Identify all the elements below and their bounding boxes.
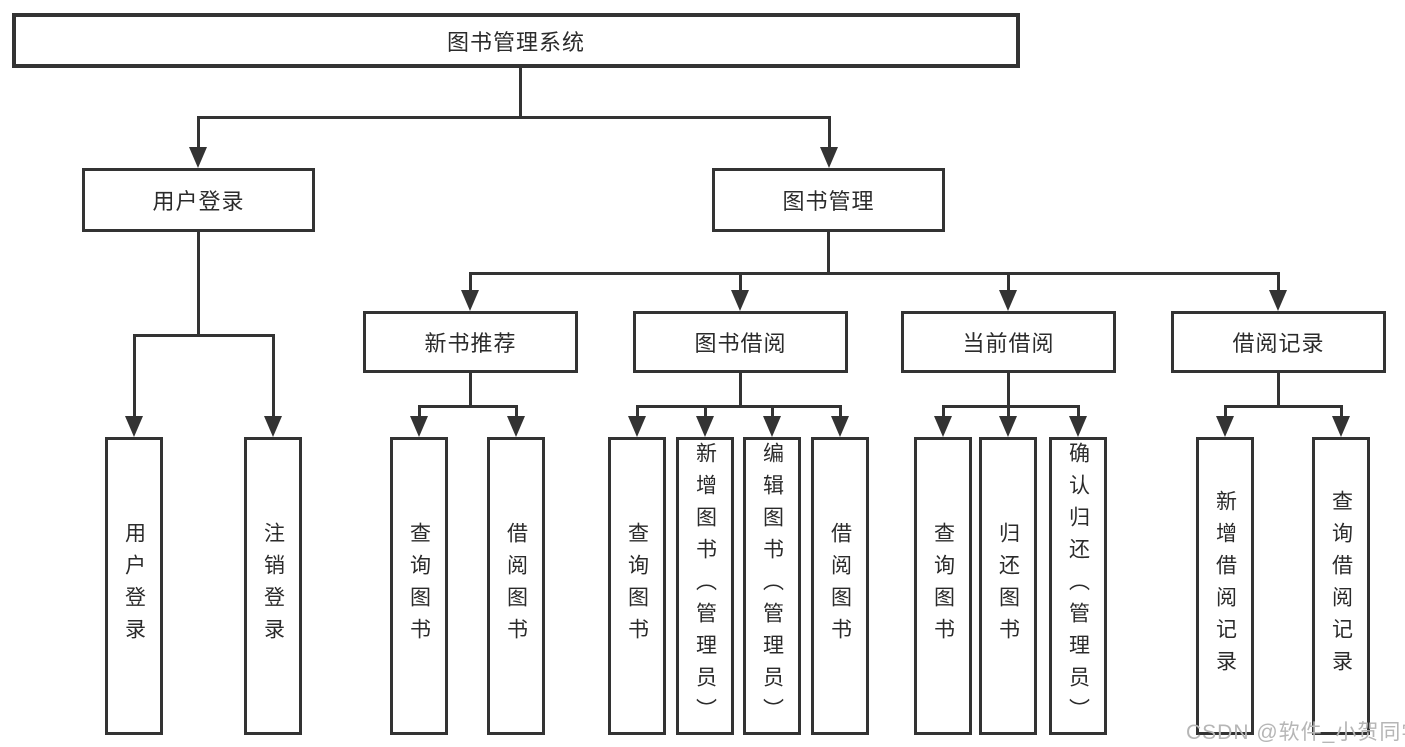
node-leaf-query-books-current: 查询图书 — [914, 437, 972, 735]
node-label: 注销登录 — [261, 522, 285, 650]
connector-line — [469, 272, 472, 292]
connector-line — [515, 405, 518, 418]
node-leaf-user-login: 用户登录 — [105, 437, 163, 735]
node-book-borrowing: 图书借阅 — [633, 311, 848, 373]
connector-line — [1007, 405, 1010, 418]
node-leaf-logout-login: 注销登录 — [244, 437, 302, 735]
connector-line — [1277, 371, 1280, 407]
node-label: 编辑图书（管理员） — [760, 442, 784, 730]
node-leaf-return-books: 归还图书 — [979, 437, 1037, 735]
connector-line — [1340, 405, 1343, 418]
connector-line — [197, 116, 200, 149]
node-leaf-borrow-books: 借阅图书 — [811, 437, 869, 735]
connector-line — [739, 371, 742, 407]
connector-line — [418, 405, 518, 408]
node-label: 图书管理 — [782, 189, 875, 214]
arrowhead — [125, 416, 143, 437]
node-label: 查询图书 — [931, 522, 955, 650]
node-label: 借阅图书 — [504, 522, 528, 650]
connector-line — [519, 66, 522, 118]
node-label: 用户登录 — [152, 189, 245, 214]
node-label: 用户登录 — [122, 522, 146, 650]
node-leaf-add-books-admin: 新增图书（管理员） — [676, 437, 734, 735]
connector-line — [197, 116, 831, 119]
node-label: 新书推荐 — [424, 331, 517, 356]
arrowhead — [820, 147, 838, 168]
node-label: 归还图书 — [996, 522, 1020, 650]
node-leaf-query-books-borrowing: 查询图书 — [608, 437, 666, 735]
node-label: 查询图书 — [625, 522, 649, 650]
arrowhead — [264, 416, 282, 437]
connector-line — [1277, 272, 1280, 292]
node-label: 新增借阅记录 — [1213, 490, 1237, 682]
node-leaf-query-books-recommend: 查询图书 — [390, 437, 448, 735]
arrowhead — [731, 290, 749, 311]
node-label: 当前借阅 — [962, 331, 1055, 356]
connector-line — [739, 272, 742, 292]
node-label: 确认归还（管理员） — [1066, 442, 1090, 730]
arrowhead — [763, 416, 781, 437]
node-label: 查询借阅记录 — [1329, 490, 1353, 682]
connector-line — [272, 334, 275, 418]
connector-line — [1007, 371, 1010, 407]
node-label: 借阅图书 — [828, 522, 852, 650]
arrowhead — [696, 416, 714, 437]
arrowhead — [1069, 416, 1087, 437]
connector-line — [197, 230, 200, 336]
connector-line — [828, 116, 831, 149]
connector-line — [1224, 405, 1227, 418]
node-library-management-system: 图书管理系统 — [12, 13, 1020, 68]
node-leaf-borrow-books-recommend: 借阅图书 — [487, 437, 545, 735]
node-leaf-query-borrow-record: 查询借阅记录 — [1312, 437, 1370, 735]
arrowhead — [934, 416, 952, 437]
node-user-login-module: 用户登录 — [82, 168, 315, 232]
node-leaf-edit-books-admin: 编辑图书（管理员） — [743, 437, 801, 735]
connector-line — [771, 405, 774, 418]
node-label: 图书管理系统 — [446, 29, 585, 55]
csdn-watermark: CSDN @软件_小贺同学 — [1186, 721, 1405, 744]
arrowhead — [410, 416, 428, 437]
node-current-borrowing: 当前借阅 — [901, 311, 1116, 373]
node-label: 借阅记录 — [1232, 331, 1325, 356]
connector-line — [1224, 405, 1343, 408]
arrowhead — [999, 290, 1017, 311]
connector-line — [1077, 405, 1080, 418]
connector-line — [827, 230, 830, 274]
node-new-book-recommend: 新书推荐 — [363, 311, 578, 373]
connector-line — [839, 405, 842, 418]
connector-line — [636, 405, 639, 418]
arrowhead — [999, 416, 1017, 437]
connector-line — [133, 334, 275, 337]
arrowhead — [1269, 290, 1287, 311]
connector-line — [1007, 272, 1010, 292]
arrowhead — [507, 416, 525, 437]
node-label: 新增图书（管理员） — [693, 442, 717, 730]
node-label: 图书借阅 — [694, 331, 787, 356]
connector-line — [133, 334, 136, 418]
arrowhead — [628, 416, 646, 437]
node-book-management: 图书管理 — [712, 168, 945, 232]
connector-line — [469, 371, 472, 407]
node-label: 查询图书 — [407, 522, 431, 650]
arrowhead — [461, 290, 479, 311]
node-leaf-confirm-return-admin: 确认归还（管理员） — [1049, 437, 1107, 735]
connector-line — [704, 405, 707, 418]
connector-line — [942, 405, 945, 418]
connector-line — [942, 405, 1080, 408]
arrowhead — [1332, 416, 1350, 437]
node-borrowing-records: 借阅记录 — [1171, 311, 1386, 373]
connector-line — [636, 405, 842, 408]
connector-line — [418, 405, 421, 418]
arrowhead — [831, 416, 849, 437]
arrowhead — [189, 147, 207, 168]
arrowhead — [1216, 416, 1234, 437]
node-leaf-add-borrow-record: 新增借阅记录 — [1196, 437, 1254, 735]
connector-line — [469, 272, 1280, 275]
